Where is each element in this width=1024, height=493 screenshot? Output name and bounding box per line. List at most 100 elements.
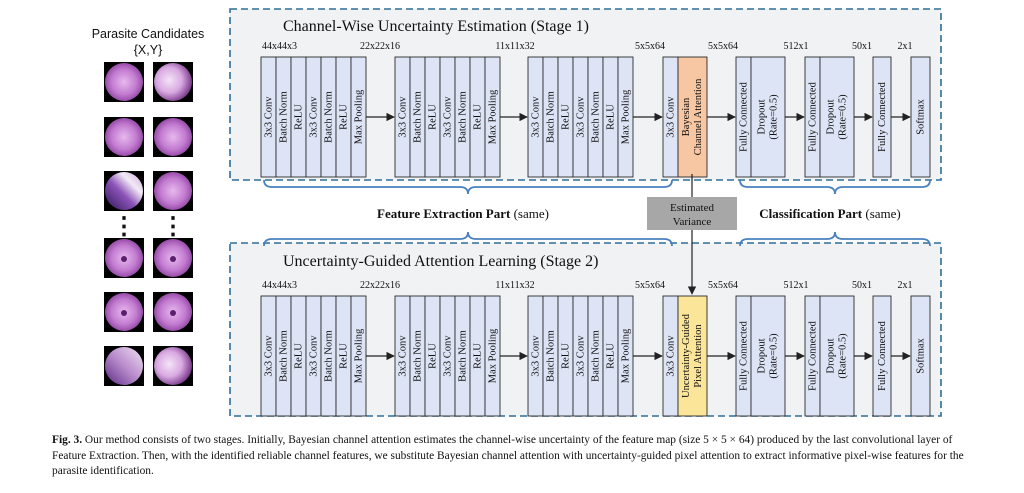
stage2-attention-label-1: Pixel Attention [693, 324, 704, 388]
dim-label-7: 2x1 [898, 41, 913, 52]
conv-group-1-layer-0-label: 3x3 Conv [398, 335, 409, 377]
braces [263, 179, 931, 247]
conv-group-2-layer-6-label: Max Pooling [621, 328, 632, 383]
parasite-spot [121, 256, 127, 262]
softmax-label: Softmax [916, 98, 927, 134]
conv-group-1-layer-5-label: ReLU [473, 343, 484, 369]
classification-bold: Classification Part [759, 206, 863, 221]
conv-group-0-layer-2-label: ReLU [294, 104, 305, 130]
conv-group-1-layer-2-label: ReLU [428, 104, 439, 130]
caption-text: Our method consists of two stages. Initi… [52, 434, 964, 477]
classification-label: Classification Part (same) [759, 206, 901, 221]
conv-group-0-layer-4-label: Batch Norm [324, 91, 335, 143]
candidate-cell-2-0 [105, 172, 143, 210]
conv-group-2-layer-1-label: Batch Norm [546, 91, 557, 143]
conv-group-0-layer-1-label: Batch Norm [279, 91, 290, 143]
dim-label-3: 5x5x64 [635, 280, 665, 291]
conv-group-0-layer-5-label: ReLU [339, 104, 350, 130]
brace-classification-bottom [739, 231, 931, 247]
dim-label-1: 22x22x16 [360, 41, 400, 52]
dim-label-4: 5x5x64 [708, 280, 738, 291]
final-conv-label: 3x3 Conv [666, 335, 677, 377]
figure-caption: Fig. 3. Our method consists of two stage… [52, 433, 982, 480]
final-conv-label: 3x3 Conv [666, 96, 677, 138]
conv-group-1-layer-2-label: ReLU [428, 343, 439, 369]
conv-group-1-layer-4-label: Batch Norm [458, 91, 469, 143]
dropout2-label-0: Dropout [826, 99, 837, 134]
stage2-title: Uncertainty-Guided Attention Learning (S… [283, 253, 598, 270]
conv-group-0-layer-4-label: Batch Norm [324, 330, 335, 382]
conv-group-2-layer-2-label: ReLU [561, 343, 572, 369]
candidate-cell-1-1 [154, 118, 192, 156]
conv-group-2-layer-1-label: Batch Norm [546, 330, 557, 382]
ellipsis-left: ⋮ [112, 214, 136, 240]
candidates-title: Parasite Candidates [92, 27, 205, 41]
dropout2-label-1: (Rate=0.5) [838, 94, 849, 140]
brace-feature-bottom [263, 231, 673, 247]
conv-group-0-layer-5-label: ReLU [339, 343, 350, 369]
conv-group-2-layer-3-label: 3x3 Conv [576, 335, 587, 377]
conv-group-2-layer-0-label: 3x3 Conv [531, 335, 542, 377]
fc1-label: Fully Connected [739, 81, 750, 151]
parasite-spot [170, 256, 176, 262]
brace-feature-top [263, 179, 673, 195]
caption-prefix: Fig. 3. [52, 434, 83, 446]
softmax-label: Softmax [916, 337, 927, 373]
classification-suffix: (same) [862, 206, 901, 221]
dim-label-3: 5x5x64 [635, 41, 665, 52]
candidate-cell-1-0 [105, 118, 143, 156]
dim-label-1: 22x22x16 [360, 280, 400, 291]
conv-group-1-layer-1-label: Batch Norm [413, 91, 424, 143]
dropout2-label-1: (Rate=0.5) [838, 333, 849, 379]
dim-label-6: 50x1 [852, 41, 872, 52]
ellipsis-right: ⋮ [161, 214, 185, 240]
feature-extraction-bold: Feature Extraction Part [377, 206, 511, 221]
conv-group-0-layer-0-label: 3x3 Conv [264, 96, 275, 138]
fc3-label: Fully Connected [877, 81, 888, 151]
conv-group-1-layer-0-label: 3x3 Conv [398, 96, 409, 138]
dim-label-5: 512x1 [784, 41, 809, 52]
conv-group-2-layer-2-label: ReLU [561, 104, 572, 130]
stage1-attention-label-0: Bayesian [681, 97, 692, 136]
stage1-attention-label-1: Channel Attention [693, 78, 704, 155]
conv-group-0-layer-1-label: Batch Norm [279, 330, 290, 382]
dim-label-7: 2x1 [898, 280, 913, 291]
estimated-variance-line2: Variance [673, 216, 712, 228]
candidates-subtitle: {X,Y} [134, 43, 163, 57]
candidate-cell-5-1 [154, 347, 192, 385]
parasite-spot [170, 310, 176, 316]
conv-group-0-layer-3-label: 3x3 Conv [309, 96, 320, 138]
dropout1 [750, 295, 786, 417]
dim-label-0: 44x44x3 [262, 41, 297, 52]
dim-label-0: 44x44x3 [262, 280, 297, 291]
conv-group-2-layer-5-label: ReLU [606, 343, 617, 369]
softmax [910, 295, 931, 417]
stage2-network: 3x3 Conv Batch Norm ReLU 3x3 Conv Batch Norm… [260, 280, 931, 417]
dim-label-4: 5x5x64 [708, 41, 738, 52]
dim-label-5: 512x1 [784, 280, 809, 291]
dropout2-label-0: Dropout [826, 338, 837, 373]
dropout1-label-0: Dropout [757, 338, 768, 373]
stage1-title: Channel-Wise Uncertainty Estimation (Sta… [283, 18, 589, 35]
conv-group-0-layer-2-label: ReLU [294, 343, 305, 369]
stage2-attention-block [677, 295, 708, 417]
candidate-cell-0-1 [154, 63, 192, 101]
conv-group-1-layer-3-label: 3x3 Conv [443, 335, 454, 377]
feature-extraction-suffix: (same) [510, 206, 549, 221]
dim-label-6: 50x1 [852, 280, 872, 291]
conv-group-2-layer-3-label: 3x3 Conv [576, 96, 587, 138]
dropout1 [750, 56, 786, 178]
estimated-variance-line1: Estimated [670, 202, 714, 214]
conv-group-2-layer-4-label: Batch Norm [591, 91, 602, 143]
dropout1-label-1: (Rate=0.5) [769, 94, 780, 140]
conv-group-1-layer-6-label: Max Pooling [488, 328, 499, 383]
dim-label-2: 11x11x32 [495, 280, 534, 291]
parasite-candidate-images [104, 62, 193, 386]
conv-group-0-layer-0-label: 3x3 Conv [264, 335, 275, 377]
feature-extraction-label: Feature Extraction Part (same) [377, 206, 549, 221]
candidate-cell-5-0 [105, 347, 143, 385]
conv-group-1-layer-4-label: Batch Norm [458, 330, 469, 382]
conv-group-2-layer-0-label: 3x3 Conv [531, 96, 542, 138]
fc3-label: Fully Connected [877, 320, 888, 390]
